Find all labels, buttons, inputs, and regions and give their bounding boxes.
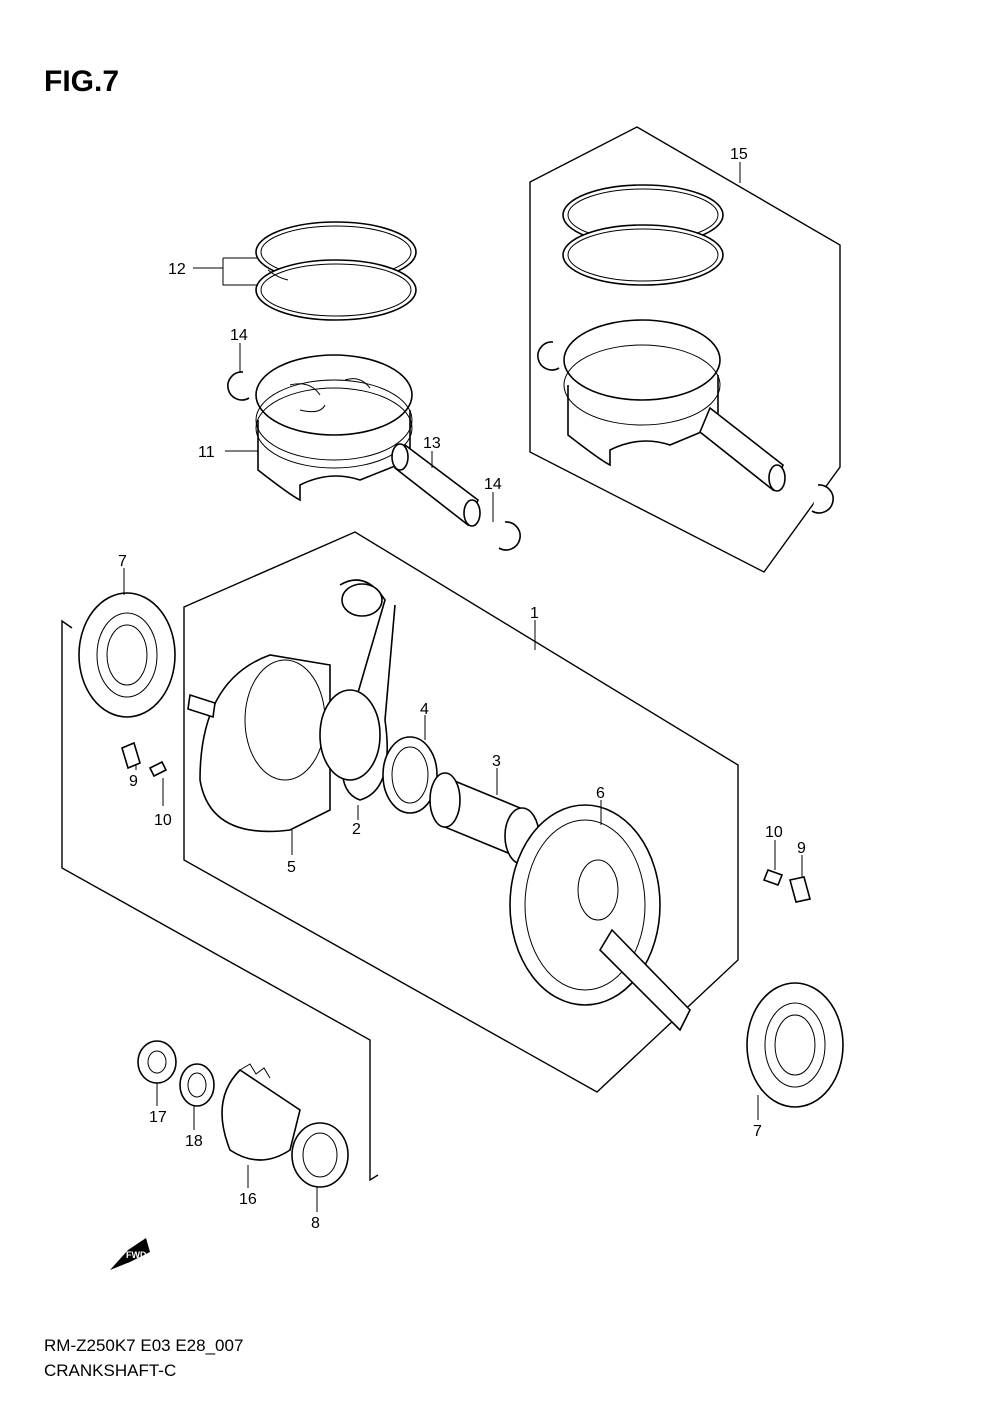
callout-8: 8 xyxy=(311,1215,320,1232)
section-name: CRANKSHAFT-C xyxy=(44,1361,176,1380)
crankshaft-bearing-left xyxy=(78,592,176,718)
callout-7-left: 7 xyxy=(118,553,127,570)
callout-15: 15 xyxy=(730,146,748,163)
left-bracket-outline xyxy=(61,619,379,1182)
callout-1: 1 xyxy=(530,605,539,622)
figure-title: FIG.7 xyxy=(44,65,119,98)
callout-13: 13 xyxy=(423,435,441,452)
callout-17: 17 xyxy=(149,1109,167,1126)
callout-14-top: 14 xyxy=(230,327,248,344)
piston-kit xyxy=(537,184,834,514)
callout-12: 12 xyxy=(168,261,186,278)
crankshaft-bearing-right xyxy=(746,982,844,1108)
needle-bearing xyxy=(382,736,438,814)
piston-pin-circlip xyxy=(227,371,521,551)
connecting-rod xyxy=(319,579,396,801)
crankshaft-right xyxy=(509,804,691,1032)
washer xyxy=(179,1063,215,1107)
callout-5: 5 xyxy=(287,859,296,876)
callout-10-left: 10 xyxy=(154,812,172,829)
primary-drive-gear xyxy=(221,1063,301,1161)
piston-kit-outline xyxy=(529,126,841,573)
callout-18: 18 xyxy=(185,1133,203,1150)
piston xyxy=(255,354,413,502)
callout-4: 4 xyxy=(420,701,429,718)
forward-direction-arrow: FWD xyxy=(110,1238,150,1270)
callout-14-bottom: 14 xyxy=(484,476,502,493)
bearing-retainer-right xyxy=(762,868,811,903)
callout-3: 3 xyxy=(492,753,501,770)
forward-label: FWD xyxy=(126,1250,147,1260)
piston-pin xyxy=(391,443,481,527)
callout-9-left: 9 xyxy=(129,773,138,790)
piston-rings xyxy=(255,221,417,321)
crankshaft-left xyxy=(187,654,331,833)
callout-2: 2 xyxy=(352,821,361,838)
callout-6: 6 xyxy=(596,785,605,802)
leader-lines xyxy=(123,162,803,1212)
callout-11: 11 xyxy=(198,444,215,461)
callout-7-right: 7 xyxy=(753,1123,762,1140)
nut xyxy=(137,1040,177,1084)
model-code: RM-Z250K7 E03 E28_007 xyxy=(44,1336,243,1355)
oil-seal xyxy=(291,1122,349,1188)
callout-10-right: 10 xyxy=(765,824,783,841)
callout-16: 16 xyxy=(239,1191,257,1208)
callout-9-right: 9 xyxy=(797,840,806,857)
crankshaft-assembly-outline xyxy=(183,531,739,1093)
bearing-retainer-left xyxy=(121,741,168,778)
